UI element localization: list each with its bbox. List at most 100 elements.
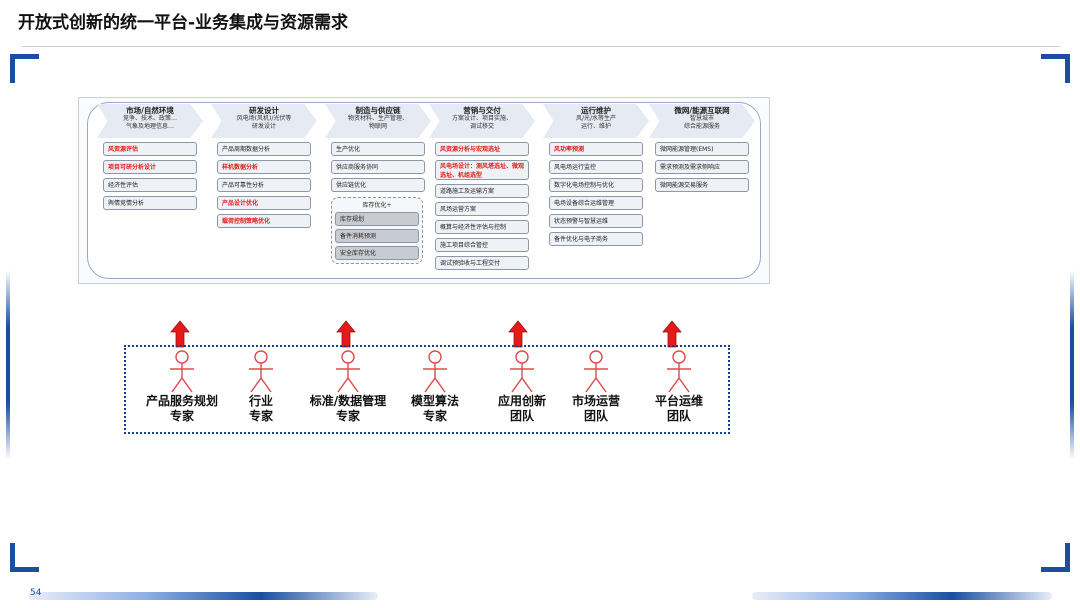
capability-box[interactable]: 产品可靠性分析 [217, 178, 311, 192]
capability-box[interactable]: 库存规划 [335, 212, 419, 226]
up-arrow-icon [508, 320, 528, 348]
corner-bracket-top-left [10, 54, 39, 83]
column-3: 制造与供应链物资材料、生产管理、物联网生产优化供应商服务协同供应链优化库存优化+… [325, 104, 435, 264]
column-subtitle: 运行、维护 [580, 122, 611, 130]
capability-box[interactable]: 供应链优化 [331, 178, 425, 192]
column-heading: 研发设计 [249, 106, 279, 115]
capability-box[interactable]: 风电场运行监控 [549, 160, 643, 174]
capability-box[interactable]: 载荷控制策略优化 [217, 214, 311, 228]
capability-box[interactable]: 风资源分析与宏观选址 [435, 142, 529, 156]
capability-box[interactable]: 微网能源管理(EMS) [655, 142, 749, 156]
bottom-decoration-right [752, 592, 1052, 600]
column-header: 研发设计风电场(风机)/光伏等研发设计 [211, 104, 317, 138]
stick-figure-icon [629, 350, 729, 394]
capability-box[interactable]: 样机数据分析 [217, 160, 311, 174]
role-item: 行业专家 [211, 350, 311, 424]
role-label: 市场运营 [571, 394, 620, 408]
capability-box[interactable]: 风功率预测 [549, 142, 643, 156]
role-label: 专家 [169, 409, 194, 423]
capability-box[interactable]: 风资源评估 [103, 142, 197, 156]
capability-box[interactable]: 状态预警与智慧运维 [549, 214, 643, 228]
capability-box[interactable]: 舆情竞情分析 [103, 196, 197, 210]
column-2: 研发设计风电场(风机)/光伏等研发设计产品周期数据分析样机数据分析产品可靠性分析… [211, 104, 321, 228]
title-divider [22, 46, 1060, 47]
capability-box[interactable]: 调试预验收与工程交付 [435, 256, 529, 270]
role-label: 标准/数据管理 [309, 394, 387, 408]
role-item: 标准/数据管理专家 [298, 350, 398, 424]
capability-box[interactable]: 电场设备综合运维管理 [549, 196, 643, 210]
right-side-accent [1070, 270, 1074, 460]
capability-box[interactable]: 项目可研分析设计 [103, 160, 197, 174]
stick-figure-icon [546, 350, 646, 394]
inventory-group: 库存优化+ 库存规划备件消耗预测安全库存优化 [331, 197, 423, 264]
column-heading: 微网/能源互联网 [674, 106, 730, 115]
column-header: 营销与交付方案设计、项目实施、调试移交 [429, 104, 535, 138]
role-label: 模型算法 [410, 394, 459, 408]
role-item: 产品服务规划专家 [132, 350, 232, 424]
role-label: 专家 [422, 409, 447, 423]
capability-box[interactable]: 备件消耗预测 [335, 229, 419, 243]
role-label: 产品服务规划 [145, 394, 218, 408]
column-heading: 市场/自然环境 [126, 106, 174, 115]
capability-box[interactable]: 产品设计优化 [217, 196, 311, 210]
role-label: 行业 [248, 394, 273, 408]
column-4: 营销与交付方案设计、项目实施、调试移交风资源分析与宏观选址风电场设计：测风塔选址… [429, 104, 539, 270]
column-subtitle: 智慧城市 [689, 115, 714, 123]
role-label: 团队 [666, 409, 691, 423]
role-label: 平台运维 [654, 394, 703, 408]
column-header: 制造与供应链物资材料、生产管理、物联网 [325, 104, 431, 138]
capability-box[interactable]: 风场运营方案 [435, 202, 529, 216]
role-label: 应用创新 [497, 394, 546, 408]
capability-box[interactable]: 微网能源交易服务 [655, 178, 749, 192]
capability-box[interactable]: 需求预测及需求侧响应 [655, 160, 749, 174]
column-5: 运行维护风/光/水等生产运行、维护风功率预测风电场运行监控数字化电场控制与优化电… [543, 104, 653, 246]
column-subtitle: 综合能源服务 [683, 122, 720, 130]
capability-box[interactable]: 概算与经济性评估与控制 [435, 220, 529, 234]
capability-box[interactable]: 道路施工及运输方案 [435, 184, 529, 198]
role-item: 应用创新团队 [472, 350, 572, 424]
capability-box[interactable]: 经济性评估 [103, 178, 197, 192]
corner-bracket-bottom-left [10, 543, 39, 572]
capability-box[interactable]: 安全库存优化 [335, 246, 419, 260]
column-subtitle: 气象及地理信息… [125, 122, 174, 130]
role-label: 团队 [583, 409, 608, 423]
column-subtitle: 竞争、技术、政策… [122, 115, 177, 123]
group-title: 库存优化+ [362, 202, 392, 209]
corner-bracket-top-right [1041, 54, 1070, 83]
left-side-accent [6, 270, 10, 460]
column-subtitle: 调试移交 [469, 122, 494, 130]
column-header: 市场/自然环境竞争、技术、政策…气象及地理信息… [97, 104, 203, 138]
stick-figure-icon [132, 350, 232, 394]
stick-figure-icon [385, 350, 485, 394]
role-item: 市场运营团队 [546, 350, 646, 424]
role-label: 专家 [248, 409, 273, 423]
capability-box[interactable]: 备件优化与电子商务 [549, 232, 643, 246]
up-arrow-icon [336, 320, 356, 348]
column-subtitle: 研发设计 [251, 122, 276, 130]
stick-figure-icon [211, 350, 311, 394]
column-header: 微网/能源互联网智慧城市综合能源服务 [649, 104, 755, 138]
bottom-decoration-left [28, 592, 378, 600]
column-subtitle: 风/光/水等生产 [575, 115, 617, 123]
capability-box[interactable]: 施工项目综合管控 [435, 238, 529, 252]
column-subtitle: 风电场(风机)/光伏等 [236, 115, 292, 123]
capability-box[interactable]: 数字化电场控制与优化 [549, 178, 643, 192]
column-header: 运行维护风/光/水等生产运行、维护 [543, 104, 649, 138]
stick-figure-icon [472, 350, 572, 394]
capability-box[interactable]: 生产优化 [331, 142, 425, 156]
roles-panel: 产品服务规划专家行业专家标准/数据管理专家模型算法专家应用创新团队市场运营团队平… [124, 345, 730, 434]
column-subtitle: 物资材料、生产管理、 [347, 115, 408, 123]
up-arrow-icon [662, 320, 682, 348]
capability-box[interactable]: 供应商服务协同 [331, 160, 425, 174]
column-1: 市场/自然环境竞争、技术、政策…气象及地理信息… 风资源评估项目可研分析设计经济性… [97, 104, 207, 210]
column-6: 微网/能源互联网智慧城市综合能源服务微网能源管理(EMS)需求预测及需求侧响应微… [649, 104, 759, 192]
up-arrow-icon [170, 320, 190, 348]
capability-box[interactable]: 产品周期数据分析 [217, 142, 311, 156]
role-item: 模型算法专家 [385, 350, 485, 424]
column-heading: 制造与供应链 [355, 106, 401, 115]
slide-title: 开放式创新的统一平台-业务集成与资源需求 [18, 13, 349, 33]
page-number: 54 [30, 588, 42, 598]
column-heading: 营销与交付 [463, 106, 501, 115]
capability-box[interactable]: 风电场设计：测风塔选址、微观选址、机组选型 [435, 160, 529, 180]
platform-diagram: 市场/自然环境竞争、技术、政策…气象及地理信息… 风资源评估项目可研分析设计经济性… [78, 97, 770, 284]
